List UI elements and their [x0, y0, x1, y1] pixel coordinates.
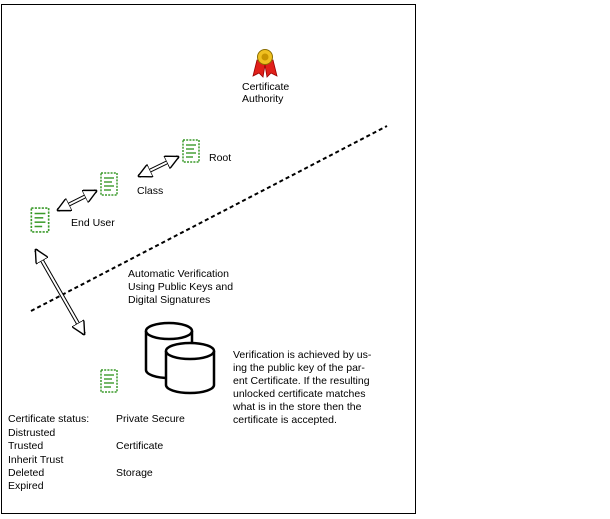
explanation-line4: unlocked certificate matches [233, 388, 366, 400]
storage-label-line3: Storage [116, 467, 153, 479]
trust-boundary-line [30, 125, 388, 312]
status-item: Deleted [8, 467, 45, 479]
status-item: Expired [8, 480, 44, 492]
database-icon [144, 321, 216, 395]
status-heading: Certificate status: [8, 413, 90, 425]
stored-certificate-icon [100, 369, 118, 393]
status-item: Trusted [8, 440, 44, 452]
ca-label-line1: Certificate [242, 81, 290, 93]
status-item: Inherit Trust [8, 454, 64, 466]
ca-label-line2: Authority [242, 93, 284, 105]
explanation-line3: ent Certificate. If the resulting [233, 375, 370, 387]
explanation-line2: ing the public key of the par- [233, 362, 365, 374]
status-item: Distrusted [8, 427, 56, 439]
explanation-line5: what is in the store then the [233, 401, 362, 413]
root-label: Root [209, 152, 232, 164]
end-user-label: End User [71, 217, 115, 229]
end-user-certificate-icon [30, 207, 50, 233]
explanation-line1: Verification is achieved by us- [233, 349, 372, 361]
class-label: Class [137, 185, 164, 197]
certificate-authority-icon [252, 49, 278, 78]
storage-label-line2: Certificate [116, 440, 164, 452]
verification-note-line3: Digital Signatures [128, 294, 211, 306]
storage-label-line1: Private Secure [116, 413, 185, 425]
class-certificate-icon [100, 172, 118, 196]
arrow-class-root [139, 155, 178, 178]
arrow-enduser-storage [34, 250, 86, 334]
verification-note-line2: Using Public Keys and [128, 281, 234, 293]
arrow-enduser-class [58, 189, 96, 212]
verification-note-line1: Automatic Verification [128, 268, 229, 280]
diagram-frame [1, 4, 416, 514]
explanation-line6: certificate is accepted. [233, 414, 337, 426]
root-certificate-icon [182, 139, 200, 163]
